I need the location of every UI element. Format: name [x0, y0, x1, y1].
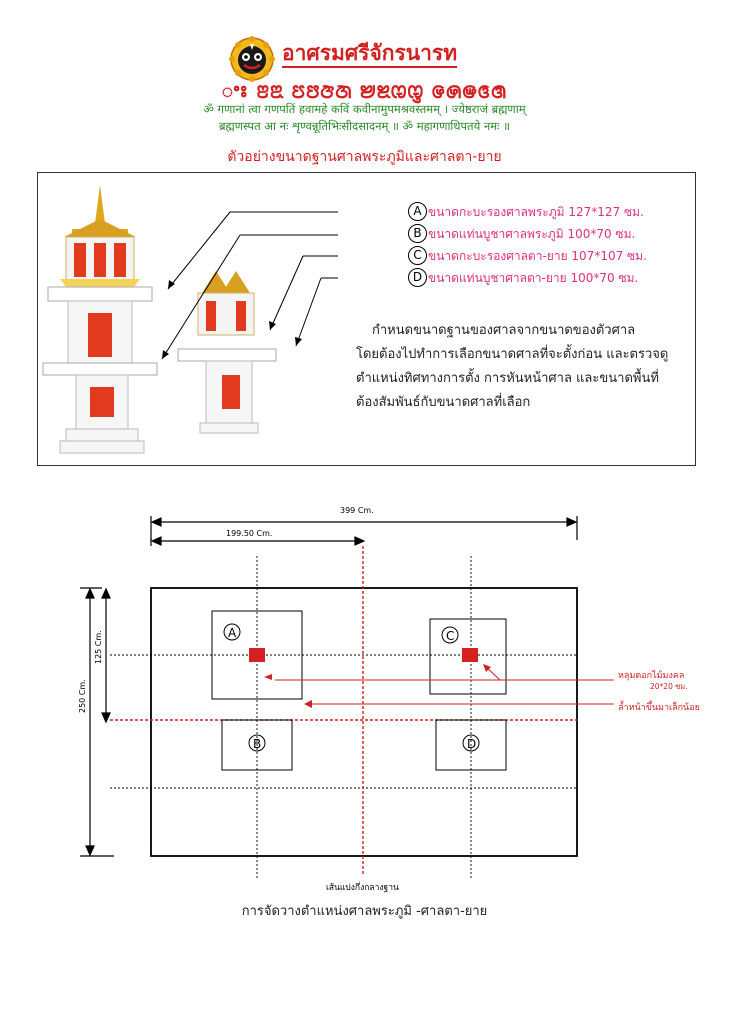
center-line-label: เส้นแบ่งกึ่งกลางฐาน — [326, 883, 399, 893]
half-height-dimension — [101, 587, 111, 724]
half-width-dimension — [150, 536, 366, 546]
base-outline — [150, 587, 578, 857]
ta-yai-shrine-icon — [177, 271, 277, 434]
box-label-d: D — [467, 737, 477, 751]
height-dimension — [80, 587, 114, 857]
legend-letter-c: C — [408, 246, 427, 265]
box-d — [435, 719, 507, 771]
phra-phum-shrine-icon — [42, 185, 158, 454]
half-height-label: 125 Cm. — [94, 630, 103, 664]
hole-label-2: 20*20 ซม. — [650, 682, 688, 691]
deity-face-emblem-icon — [229, 36, 275, 82]
page-header-subtitle: ꢀꢁ ꢂꢃ ꢄꢅꢆꢇ ꢈꢉꢊꢋ ꢌꢍꢎꢏꢐ — [221, 81, 508, 103]
mantra-line-1: ॐ गणानां त्वा गणपतिं हवामहे कविं कवीनामु… — [203, 102, 526, 116]
legend-letter-d: D — [408, 268, 427, 287]
description-line-2: โดยต้องไปทำการเลือกขนาดศาลที่จะตั้งก่อน … — [356, 347, 669, 362]
height-label: 250 Cm. — [78, 679, 87, 713]
legend-letter-b: B — [408, 224, 427, 243]
description-line-4: ต้องสัมพันธ์กับขนาดศาลที่เลือก — [356, 395, 531, 410]
hole-label-1: หลุมตอกไม้มงคล — [618, 671, 685, 681]
legend-text-c: ขนาดกะบะรองศาลตา-ยาย 107*107 ซม. — [428, 249, 647, 263]
legend-text-d: ขนาดแท่นบูชาศาลตา-ยาย 100*70 ซม. — [428, 271, 639, 285]
page-header-title: อาศรมศรีจักรนารท — [282, 40, 458, 68]
box-a — [211, 610, 303, 700]
description-line-1: กำหนดขนาดฐานของศาลจากขนาดของตัวศาล — [372, 323, 636, 338]
shrine-illustration — [42, 185, 338, 454]
diagram-caption: การจัดวางตำแหน่งศาลพระภูมิ -ศาลตา-ยาย — [241, 904, 488, 919]
box-c — [429, 618, 507, 695]
hole-marker-c — [462, 648, 478, 662]
description-line-3: ตำแหน่งทิศทางการตั้ง การหันหน้าศาล และขน… — [356, 371, 659, 386]
half-width-label: 199.50 Cm. — [226, 529, 273, 538]
box-b — [221, 719, 293, 771]
legend-text-b: ขนาดแท่นบูชาศาลพระภูมิ 100*70 ซม. — [428, 227, 636, 241]
legend-text-a: ขนาดกะบะรองศาลพระภูมิ 127*127 ซม. — [428, 205, 644, 219]
box-label-c: C — [446, 629, 455, 643]
width-label: 399 Cm. — [340, 506, 374, 515]
section-title: ตัวอย่างขนาดฐานศาลพระภูมิและศาลตา-ยาย — [227, 149, 502, 165]
mantra-line-2: ब्रह्मणस्पत आ नः शृण्वन्नूतिभिःसीदसादनम्… — [218, 119, 511, 133]
hole-marker-a — [249, 648, 265, 662]
info-box: A ขนาดกะบะรองศาลพระภูมิ 127*127 ซม. B ขน… — [37, 172, 696, 466]
box-label-b: B — [253, 737, 262, 751]
legend-letter-a: A — [408, 202, 427, 221]
box-label-a: A — [228, 626, 237, 640]
width-dimension — [150, 516, 578, 540]
front-label: ล้ำหน้าขึ้นมาเล็กน้อย — [618, 703, 700, 713]
